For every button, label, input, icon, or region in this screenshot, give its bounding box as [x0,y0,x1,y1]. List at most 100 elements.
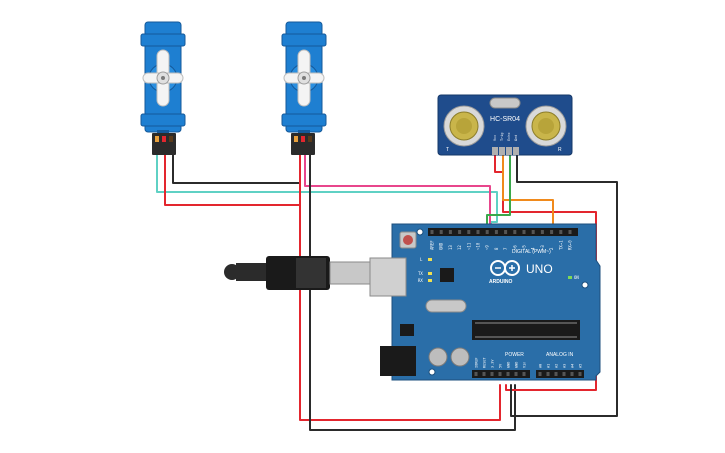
power-header-pins [474,372,526,376]
arduino-logo-icon [490,260,520,276]
usb-plug-metal [329,261,373,285]
analog-header-pins [538,372,582,376]
usb-b-port[interactable] [369,257,407,297]
wire-servo1-ground[interactable] [172,154,301,184]
digital-header-pins [430,230,572,234]
digital-pin[interactable] [531,230,535,234]
analog-pin[interactable] [562,372,566,376]
power-pin-label: 5V [499,363,503,368]
wire-servo2-ground[interactable] [309,154,516,431]
sensor-crystal [489,97,521,109]
wire-servo1-power[interactable] [164,154,301,206]
sensor-pin-header[interactable] [492,147,519,155]
usb-chip [440,268,454,282]
voltage-regulator [400,324,414,336]
digital-pin[interactable] [494,230,498,234]
analog-pin[interactable] [570,372,574,376]
usb-cable[interactable] [224,256,373,290]
led-on-label: ON [574,275,579,280]
analog-pin[interactable] [554,372,558,376]
analog-pin-label: A1 [547,364,551,368]
sensor-pin-gnd-label: Gnd [514,135,518,141]
led-tx-icon [428,272,432,275]
analog-header-label: ANALOG IN [546,352,574,358]
power-pin[interactable] [514,372,518,376]
digital-pin[interactable] [568,230,572,234]
connector-pin [294,136,298,142]
digital-pin[interactable] [458,230,462,234]
digital-pin[interactable] [513,230,517,234]
sensor-t-mark: T [446,147,449,153]
wire-sensor-gnd[interactable] [510,154,618,417]
power-pin[interactable] [522,372,526,376]
usb-cable-body [236,263,272,281]
analog-pin[interactable] [538,372,542,376]
wire-sensor-vcc[interactable] [494,154,597,391]
digital-pin-label: ~11 [466,242,471,250]
analog-pin[interactable] [578,372,582,376]
dc-power-jack[interactable] [380,346,416,376]
mounting-hole [428,368,436,376]
mounting-hole [581,281,589,289]
digital-pin-label: RX←0 [568,240,573,250]
sensor-pin-trig-label: Trig [500,133,504,141]
power-pin-label: GND [507,362,511,368]
digital-pin[interactable] [485,230,489,234]
analog-pin-label: A3 [563,364,567,368]
ultrasonic-sensor[interactable]: HC-SR04 Vcc Trig Echo Gnd T R [437,94,573,156]
power-pin[interactable] [506,372,510,376]
analog-pin-label: A5 [579,364,583,368]
capacitor-1 [428,347,448,367]
servo-horn[interactable] [142,49,184,107]
digital-pin[interactable] [467,230,471,234]
power-pin[interactable] [474,372,478,376]
power-pin-label: GND [515,362,519,368]
sensor-pin-echo-label: Echo [507,133,511,141]
digital-pin-label: 8 [494,247,499,250]
digital-pin[interactable] [550,230,554,234]
reset-button-cap [403,235,413,245]
led-tx-label: TX [418,271,423,276]
power-pin[interactable] [490,372,494,376]
digital-pin[interactable] [476,230,480,234]
sensor-model-label: HC-SR04 [490,116,520,123]
analog-pin-label: A0 [539,364,543,368]
led-on-icon [568,276,572,279]
digital-pin[interactable] [540,230,544,234]
analog-header[interactable] [536,370,584,378]
digital-pin-label: GND [439,242,444,250]
digital-pin[interactable] [559,230,563,234]
digital-pin-label: ~5 [522,245,527,250]
digital-pin[interactable] [522,230,526,234]
wire-sensor-trig[interactable] [502,154,554,233]
servo-mount-tab [281,33,327,47]
power-pin-label: RESET [483,357,487,368]
mounting-hole [416,228,424,236]
analog-pin-label: A4 [571,364,575,368]
status-leds: L TX RX ON [418,257,579,283]
servo-horn[interactable] [283,49,325,107]
digital-pin-label: TX→1 [558,240,563,250]
digital-header[interactable] [428,228,578,236]
power-pin-label: IOREF [475,357,479,368]
digital-pin-label: 7 [503,247,508,250]
digital-pin[interactable] [430,230,434,234]
sensor-r-mark: R [558,147,562,153]
board-brand-label: ARDUINO [489,279,512,285]
digital-pin[interactable] [448,230,452,234]
power-pin[interactable] [498,372,502,376]
led-rx-icon [428,279,432,282]
wire-servo2-signal[interactable] [304,154,491,233]
wire-servo1-signal[interactable] [156,154,498,233]
analog-pin[interactable] [546,372,550,376]
digital-pin[interactable] [439,230,443,234]
digital-pin-label: AREF [430,240,435,250]
power-pin[interactable] [482,372,486,376]
servo-motor-2[interactable] [281,21,327,155]
digital-pin[interactable] [504,230,508,234]
servo-motor-1[interactable] [140,21,186,155]
